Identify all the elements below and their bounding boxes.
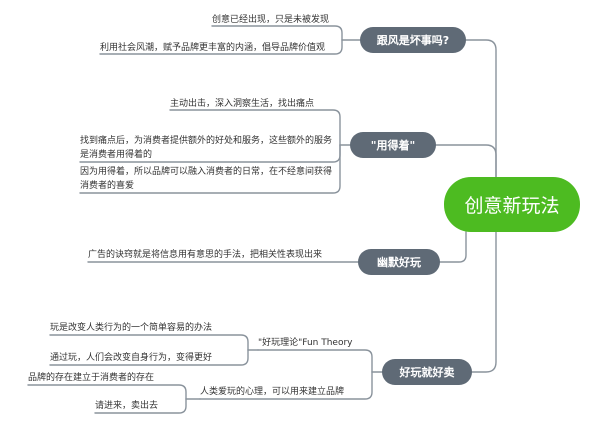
leaf-s1-1[interactable]: 玩是改变人类行为的一个简单容易的办法 [50, 323, 213, 333]
link-b1-leaf-1 [211, 25, 343, 41]
leaf-b1-2[interactable]: 利用社会风潮，赋予品牌更丰富的内涵，倡导品牌价值观 [100, 43, 326, 53]
link-s1-leaf-2 [49, 349, 249, 366]
central-topic[interactable]: 创意新玩法 [444, 177, 580, 232]
link-root-branch-3 [439, 231, 467, 263]
link-root-branch-2 [435, 144, 497, 206]
link-root-branch-4 [471, 204, 497, 373]
leaf-b2-3[interactable]: 因为用得着，所以品牌可以融入消费者的日常，在不经意间获得消费者的喜爱 [80, 167, 333, 191]
link-s1-leaf-1 [49, 334, 249, 351]
link-b2-leaf-1 [169, 109, 341, 146]
link-root-branch-1 [465, 39, 497, 206]
leaf-b3-1[interactable]: 广告的诀窍就是将信息用有意思的手法，把相关性表现出来 [88, 250, 323, 260]
branch-node-useful[interactable]: "用得着" [350, 132, 436, 158]
link-b1-leaf-2 [99, 39, 343, 55]
leaf-b1-1[interactable]: 创意已经出现，只是未被发现 [212, 15, 330, 25]
branch-node-follow-trend[interactable]: 跟风是坏事吗? [360, 27, 466, 53]
link-b2-leaf-3 [79, 144, 341, 194]
leaf-s1-2[interactable]: 通过玩，人们会改变自身行为，变得更好 [50, 353, 213, 363]
link-b4-sub-1 [257, 349, 373, 373]
subtopic-fun-theory[interactable]: "好玩理论"Fun Theory [258, 338, 353, 348]
leaf-s2-1[interactable]: 品牌的存在建立于消费者的存在 [28, 373, 155, 383]
link-s2-leaf-1 [27, 384, 187, 400]
link-b4-sub-2 [199, 371, 373, 400]
subtopic-brand-play[interactable]: 人类爱玩的心理，可以用来建立品牌 [200, 387, 345, 397]
leaf-b2-1[interactable]: 主动出击，深入洞察生活，找出痛点 [170, 99, 315, 109]
branch-node-humor[interactable]: 幽默好玩 [358, 249, 440, 275]
branch-node-fun-sells[interactable]: 好玩就好卖 [382, 359, 472, 385]
link-s2-leaf-2 [94, 398, 187, 414]
leaf-s2-2[interactable]: 请进来，卖出去 [95, 401, 159, 411]
leaf-b2-2[interactable]: 找到痛点后，为消费者提供额外的好处和服务，这些额外的服务是消费者用得着的 [80, 136, 333, 160]
